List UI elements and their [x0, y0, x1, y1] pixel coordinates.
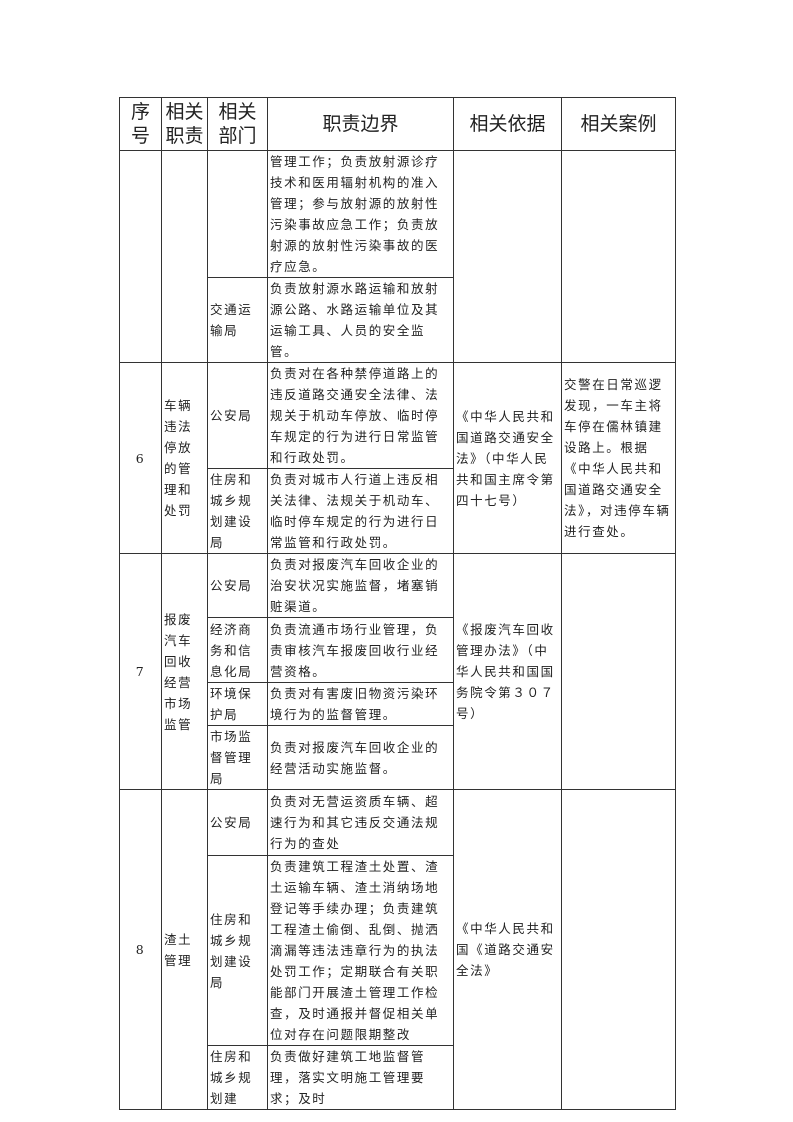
row-dept: 市场监督管理局 — [207, 725, 268, 790]
row-basis: 《中华人民共和国《道路交通安全法》 — [453, 789, 562, 1110]
row-no: 7 — [119, 553, 162, 790]
row-dept: 交通运输局 — [207, 277, 268, 363]
row-boundary: 管理工作；负责放射源诊疗技术和医用辐射机构的准入管理；参与放射源的放射性污染事故… — [267, 150, 454, 278]
row-case — [561, 553, 676, 790]
header-dept: 相关部门 — [207, 97, 268, 151]
row-no — [119, 150, 162, 363]
table-subrow: 市场监督管理局 负责对报废汽车回收企业的经营活动实施监督。 — [120, 725, 676, 790]
row-duty — [161, 150, 208, 363]
row-dept: 住房和城乡规划建 — [207, 1045, 268, 1110]
row-no: 6 — [119, 362, 162, 554]
row-boundary: 负责对报废汽车回收企业的治安状况实施监督，堵塞销赃渠道。 — [267, 553, 454, 618]
row-basis: 《报废汽车回收管理办法》（中华人民共和国国务院令第３０７号） — [453, 553, 562, 790]
row-duty: 车辆违法停放的管理和处罚 — [161, 362, 208, 554]
row-boundary: 负责做好建筑工地监督管理，落实文明施工管理要求；及时 — [267, 1045, 454, 1110]
header-case: 相关案例 — [561, 97, 676, 151]
header-boundary: 职责边界 — [267, 97, 454, 151]
row-boundary: 负责对在各种禁停道路上的违反道路交通安全法律、法规关于机动车停放、临时停车规定的… — [267, 362, 454, 469]
row-no: 8 — [119, 789, 162, 1110]
row-basis — [453, 150, 562, 363]
table-subrow: 住房和城乡规划建 负责做好建筑工地监督管理，落实文明施工管理要求；及时 — [120, 1045, 676, 1110]
row-case: 交警在日常巡逻发现，一车主将车停在儒林镇建设路上。根据《中华人民共和国道路交通安… — [561, 362, 676, 554]
header-row: 序号 相关职责 相关部门 职责边界 相关依据 相关案例 — [119, 97, 676, 151]
row-dept: 住房和城乡规划建设局 — [207, 468, 268, 554]
row-case — [561, 789, 676, 1110]
row-dept — [207, 150, 268, 278]
row-case — [561, 150, 676, 363]
row-dept: 住房和城乡规划建设局 — [207, 855, 268, 1046]
row-boundary: 负责对无营运资质车辆、超速行为和其它违反交通法规行为的查处 — [267, 789, 454, 856]
table-row: 7 报废汽车回收经营市场监管 公安局 负责对报废汽车回收企业的治安状况实施监督，… — [119, 553, 676, 790]
row-boundary: 负责对报废汽车回收企业的经营活动实施监督。 — [267, 725, 454, 790]
row-boundary: 负责放射源水路运输和放射源公路、水路运输单位及其运输工具、人员的安全监管。 — [267, 277, 454, 363]
table-subrow: 经济商务和信息化局 负责流通市场行业管理，负责审核汽车报废回收行业经营资格。 — [120, 617, 676, 683]
row-basis: 《中华人民共和国道路交通安全法》（中华人民共和国主席令第四十七号） — [453, 362, 562, 554]
table-row: 6 车辆违法停放的管理和处罚 公安局 负责对在各种禁停道路上的违反道路交通安全法… — [119, 362, 676, 554]
header-duty: 相关职责 — [161, 97, 208, 151]
row-boundary: 负责对城市人行道上违反相关法律、法规关于机动车、临时停车规定的行为进行日常监管和… — [267, 468, 454, 554]
row-boundary: 负责对有害废旧物资污染环境行为的监督管理。 — [267, 682, 454, 726]
responsibility-table: 序号 相关职责 相关部门 职责边界 相关依据 相关案例 管理工作；负责放射源诊疗… — [119, 97, 676, 1110]
header-no: 序号 — [119, 97, 162, 151]
table-subrow: 交通运输局 负责放射源水路运输和放射源公路、水路运输单位及其运输工具、人员的安全… — [120, 277, 676, 363]
table-row: 管理工作；负责放射源诊疗技术和医用辐射机构的准入管理；参与放射源的放射性污染事故… — [119, 150, 676, 363]
row-boundary: 负责流通市场行业管理，负责审核汽车报废回收行业经营资格。 — [267, 617, 454, 683]
table-subrow: 住房和城乡规划建设局 负责建筑工程渣土处置、渣土运输车辆、渣土消纳场地登记等手续… — [120, 855, 676, 1046]
row-boundary: 负责建筑工程渣土处置、渣土运输车辆、渣土消纳场地登记等手续办理；负责建筑工程渣土… — [267, 855, 454, 1046]
row-dept: 公安局 — [207, 553, 268, 618]
table-row: 8 渣土管理 公安局 负责对无营运资质车辆、超速行为和其它违反交通法规行为的查处… — [119, 789, 676, 1110]
row-duty: 渣土管理 — [161, 789, 208, 1110]
row-duty: 报废汽车回收经营市场监管 — [161, 553, 208, 790]
row-dept: 经济商务和信息化局 — [207, 617, 268, 683]
row-dept: 公安局 — [207, 362, 268, 469]
header-basis: 相关依据 — [453, 97, 562, 151]
row-dept: 环境保护局 — [207, 682, 268, 726]
row-dept: 公安局 — [207, 789, 268, 856]
